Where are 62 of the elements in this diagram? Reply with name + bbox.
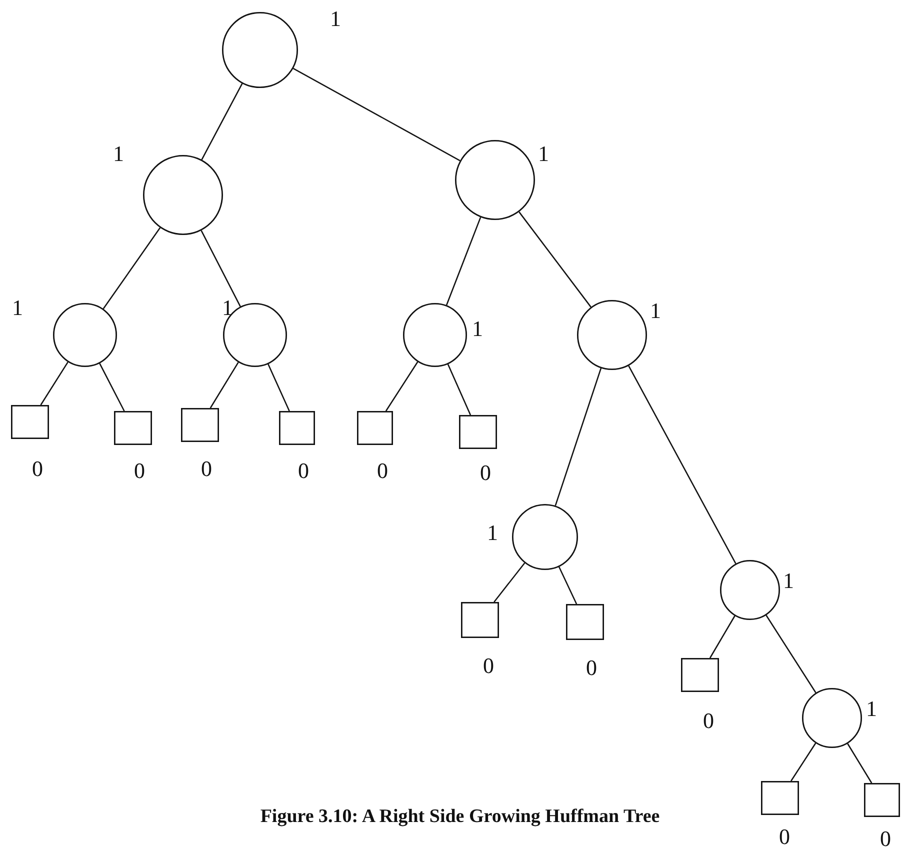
leaf-node-square xyxy=(11,405,49,439)
node-weight-label: 1 xyxy=(222,297,233,319)
node-weight-label: 1 xyxy=(650,300,661,322)
tree-node-circle xyxy=(222,12,298,88)
node-weight-label: 0 xyxy=(32,458,43,480)
node-weight-label: 0 xyxy=(298,460,309,482)
tree-branch-line xyxy=(40,362,68,406)
node-weight-label: 0 xyxy=(377,460,388,482)
leaf-node-square xyxy=(566,604,604,640)
node-weight-label: 1 xyxy=(783,570,794,592)
leaf-node-square xyxy=(181,408,219,442)
tree-node-circle xyxy=(512,504,578,570)
tree-branch-line xyxy=(446,217,482,306)
tree-node-circle xyxy=(53,303,117,367)
tree-node-circle xyxy=(143,155,223,235)
node-weight-label: 1 xyxy=(472,318,483,340)
node-weight-label: 0 xyxy=(586,657,597,679)
tree-branch-line xyxy=(99,363,125,412)
tree-branch-line xyxy=(558,566,578,604)
node-weight-label: 1 xyxy=(538,143,549,165)
node-weight-label: 1 xyxy=(330,8,341,30)
tree-branch-line xyxy=(292,68,460,162)
tree-node-circle xyxy=(720,560,780,620)
tree-node-circle xyxy=(577,300,647,370)
node-weight-label: 1 xyxy=(487,522,498,544)
tree-branch-line xyxy=(628,365,736,564)
tree-branch-line xyxy=(385,362,418,412)
leaf-node-square xyxy=(681,658,719,692)
tree-branch-line xyxy=(766,614,816,694)
leaf-node-square xyxy=(357,411,393,445)
leaf-node-square xyxy=(864,783,900,817)
node-weight-label: 0 xyxy=(779,826,790,848)
leaf-node-square xyxy=(761,781,799,815)
tree-node-circle xyxy=(403,303,467,367)
leaf-node-square xyxy=(461,602,499,638)
node-weight-label: 1 xyxy=(866,698,877,720)
tree-branch-line xyxy=(518,212,592,308)
node-weight-label: 0 xyxy=(480,462,491,484)
leaf-node-square xyxy=(279,411,315,445)
tree-branch-line xyxy=(201,83,243,160)
tree-branch-line xyxy=(268,364,290,412)
node-weight-label: 0 xyxy=(880,828,891,850)
tree-branch-line xyxy=(210,362,239,408)
node-weight-label: 0 xyxy=(134,460,145,482)
tree-branch-line xyxy=(494,562,526,602)
tree-branch-line xyxy=(554,368,602,506)
tree-branch-line xyxy=(447,364,472,416)
leaf-node-square xyxy=(459,415,497,449)
tree-node-circle xyxy=(455,140,535,220)
leaf-node-square xyxy=(114,411,152,445)
figure-caption: Figure 3.10: A Right Side Growing Huffman Tree xyxy=(259,806,661,828)
tree-branch-line xyxy=(102,227,161,310)
node-weight-label: 0 xyxy=(703,710,714,732)
node-weight-label: 1 xyxy=(12,297,23,319)
node-weight-label: 0 xyxy=(483,655,494,677)
tree-branch-line xyxy=(790,742,816,782)
node-weight-label: 0 xyxy=(201,458,212,480)
tree-branch-line xyxy=(200,230,241,307)
node-weight-label: 1 xyxy=(113,143,124,165)
tree-branch-line xyxy=(709,616,736,658)
tree-node-circle xyxy=(802,688,862,748)
tree-branch-line xyxy=(847,743,872,784)
